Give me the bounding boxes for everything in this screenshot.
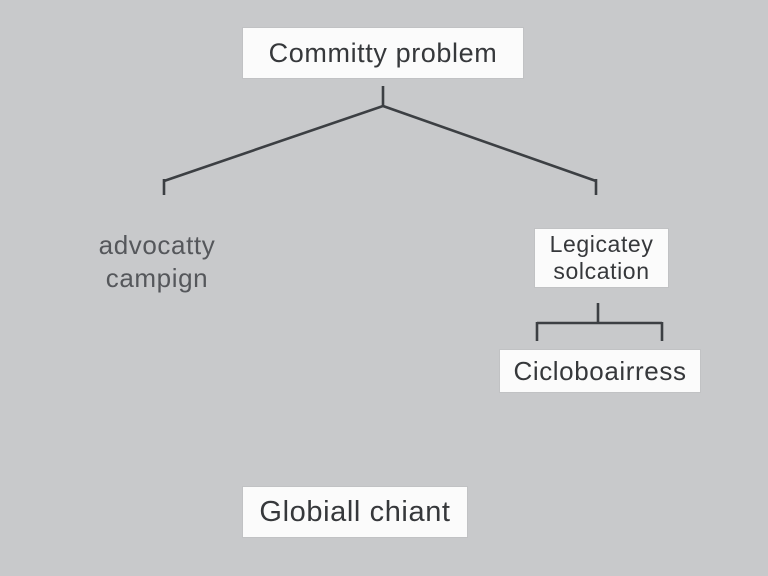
right-branch-node: Legicatey solcation [535,229,668,287]
root-node-label: Committy problem [268,37,498,68]
left-branch-label: advocatty campign [57,229,257,295]
right-leaf-label: Cicloboairress [513,355,687,386]
right-branch-label-line1: Legicatey [549,231,654,257]
right-branch-line [382,104,597,183]
root-node: Committy problem [243,28,523,78]
right-branch-label-line2: solcation [553,258,650,284]
left-branch-line [163,104,384,183]
bottom-node-label: Globiall chiant [259,495,451,528]
right-leaf-node: Cicloboairress [500,350,700,392]
left-branch-label-line2: campign [105,263,209,293]
left-branch-label-line1: advocatty [98,230,216,260]
bottom-node: Globiall chiant [243,487,467,537]
